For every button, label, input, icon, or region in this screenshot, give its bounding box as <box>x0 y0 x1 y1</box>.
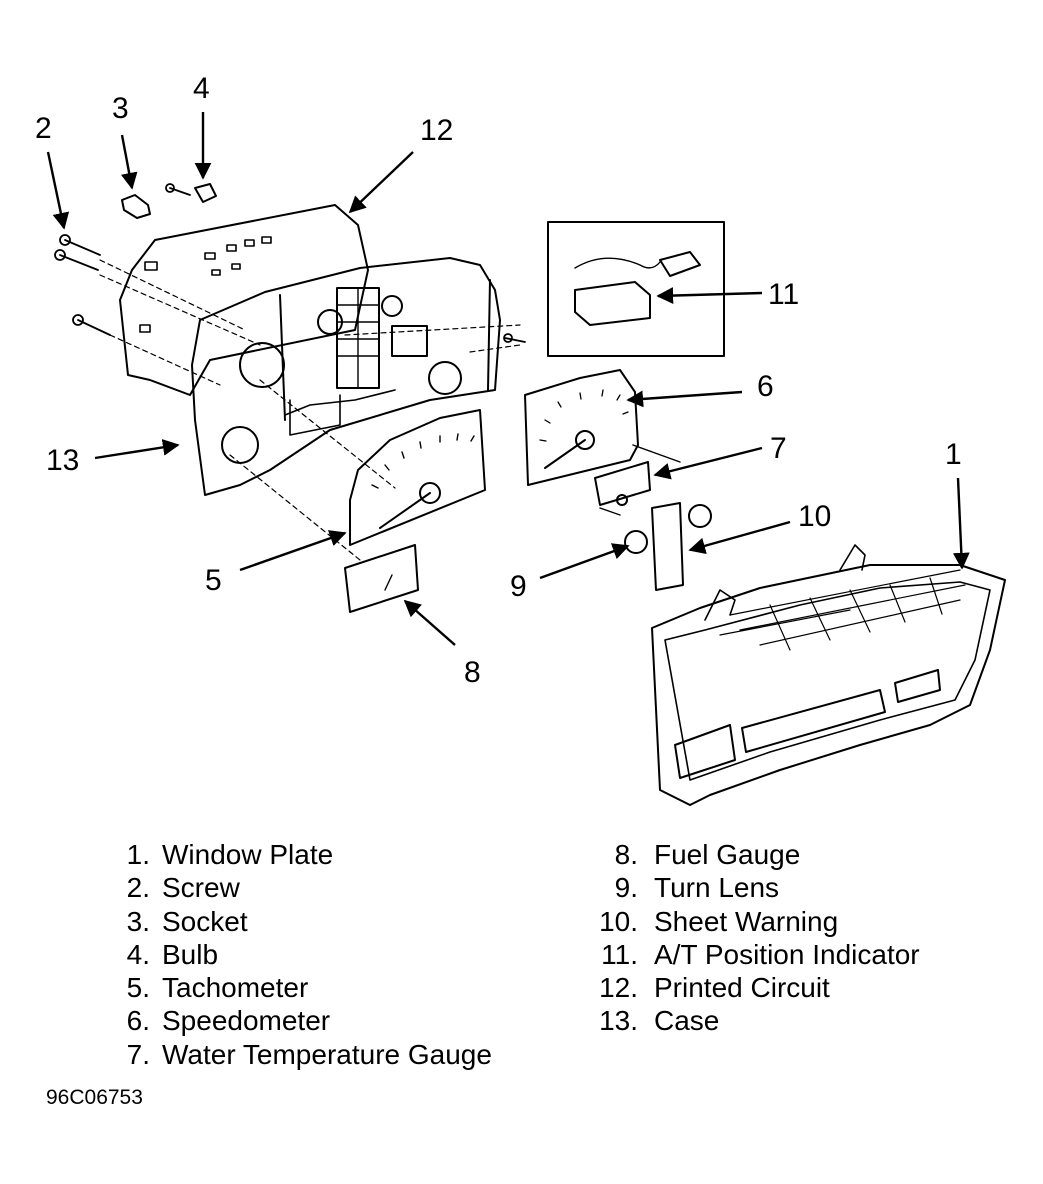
callout-13: 13 <box>46 444 79 477</box>
bulb <box>194 183 217 203</box>
legend-label: Window Plate <box>162 839 334 870</box>
arrow-9 <box>539 543 630 580</box>
arrow-1 <box>952 477 970 570</box>
callout-5: 5 <box>205 564 222 597</box>
printed-circuit-holes <box>139 236 272 333</box>
arrow-12 <box>348 151 414 214</box>
arrow-10 <box>688 520 791 555</box>
callout-7: 7 <box>770 432 787 465</box>
callout-9: 9 <box>510 570 527 603</box>
speedometer <box>524 369 639 486</box>
arrow-5 <box>239 530 347 572</box>
legend-item: 8. Fuel Gauge <box>588 838 920 871</box>
legend-label: Turn Lens <box>654 872 780 904</box>
socket <box>121 194 151 219</box>
callout-12: 12 <box>420 114 453 147</box>
screws <box>54 183 526 343</box>
legend-number: 1. <box>126 839 150 870</box>
legend-item: 6. Speedometer <box>100 1004 492 1037</box>
legend-number: 11. <box>601 938 638 970</box>
legend-left: 1. Window Plate 2. Screw 3. Socket 4. Bulb 5… <box>100 838 492 1071</box>
legend-number: 4. <box>126 938 150 970</box>
arrow-3 <box>120 134 138 190</box>
sheet-warning <box>651 502 684 591</box>
tachometer <box>349 409 486 546</box>
callout-4: 4 <box>193 72 210 105</box>
arrow-8 <box>403 599 456 646</box>
callout-8: 8 <box>464 656 481 689</box>
figure-id: 96C06753 <box>46 1086 143 1109</box>
legend-label: Socket <box>162 905 248 937</box>
callout-2: 2 <box>35 112 52 145</box>
arrow-7 <box>653 446 763 480</box>
legend-number: 12. <box>599 972 638 1004</box>
legend-label: Tachometer <box>162 972 309 1004</box>
at-position-indicator-box <box>547 221 725 357</box>
callout-11: 11 <box>768 278 799 311</box>
fuel-gauge <box>344 544 419 613</box>
legend-item: 12. Printed Circuit <box>588 971 920 1004</box>
legend-label: Screw <box>162 872 240 904</box>
arrow-2 <box>46 151 70 230</box>
water-temp-gauge <box>594 461 651 506</box>
legend-number: 9. <box>614 872 638 904</box>
legend-item: 11. A/T Position Indicator <box>588 938 920 971</box>
callout-3: 3 <box>112 92 129 125</box>
legend-number: 13. <box>599 1005 638 1037</box>
arrow-11 <box>656 287 763 304</box>
callout-1: 1 <box>945 438 962 471</box>
callout-10: 10 <box>798 500 831 533</box>
legend-number: 2. <box>126 872 150 904</box>
callout-6: 6 <box>757 370 774 403</box>
legend-label: Printed Circuit <box>654 972 830 1004</box>
turn-lens <box>624 530 648 554</box>
case <box>191 257 501 496</box>
printed-circuit <box>119 204 369 396</box>
arrow-6 <box>626 390 743 408</box>
exploded-view-diagram: 1 2 3 4 5 6 7 8 9 10 11 12 13 <box>35 72 1006 806</box>
legend-item: 7. Water Temperature Gauge <box>100 1038 492 1071</box>
legend-label: Case <box>654 1005 720 1037</box>
legend-number: 6. <box>126 1005 150 1037</box>
legend-item: 4. Bulb <box>100 938 492 971</box>
legend-number: 10. <box>599 905 638 937</box>
legend-label: A/T Position Indicator <box>654 938 920 970</box>
legend-label: Sheet Warning <box>654 905 839 937</box>
legend-number: 3. <box>126 905 150 937</box>
legend-item: 2. Screw <box>100 871 492 904</box>
legend-item: 1. Window Plate <box>100 838 492 871</box>
legend-item: 13. Case <box>588 1004 920 1037</box>
legend-label: Fuel Gauge <box>654 839 801 870</box>
legend-label: Speedometer <box>162 1005 331 1037</box>
legend-number: 8. <box>614 839 638 870</box>
arrow-13 <box>94 439 180 460</box>
legend-label: Bulb <box>162 938 219 970</box>
legend-right: 8. Fuel Gauge 9. Turn Lens 10. Sheet Warnin… <box>588 838 920 1038</box>
legend-item: 5. Tachometer <box>100 971 492 1004</box>
legend-item: 9. Turn Lens <box>588 871 920 904</box>
legend-item: 3. Socket <box>100 905 492 938</box>
legend-item: 10. Sheet Warning <box>588 905 920 938</box>
window-plate <box>651 564 1006 806</box>
legend-number: 7. <box>126 1038 150 1070</box>
legend-label: Water Temperature Gauge <box>162 1038 492 1070</box>
legend-number: 5. <box>126 972 150 1004</box>
